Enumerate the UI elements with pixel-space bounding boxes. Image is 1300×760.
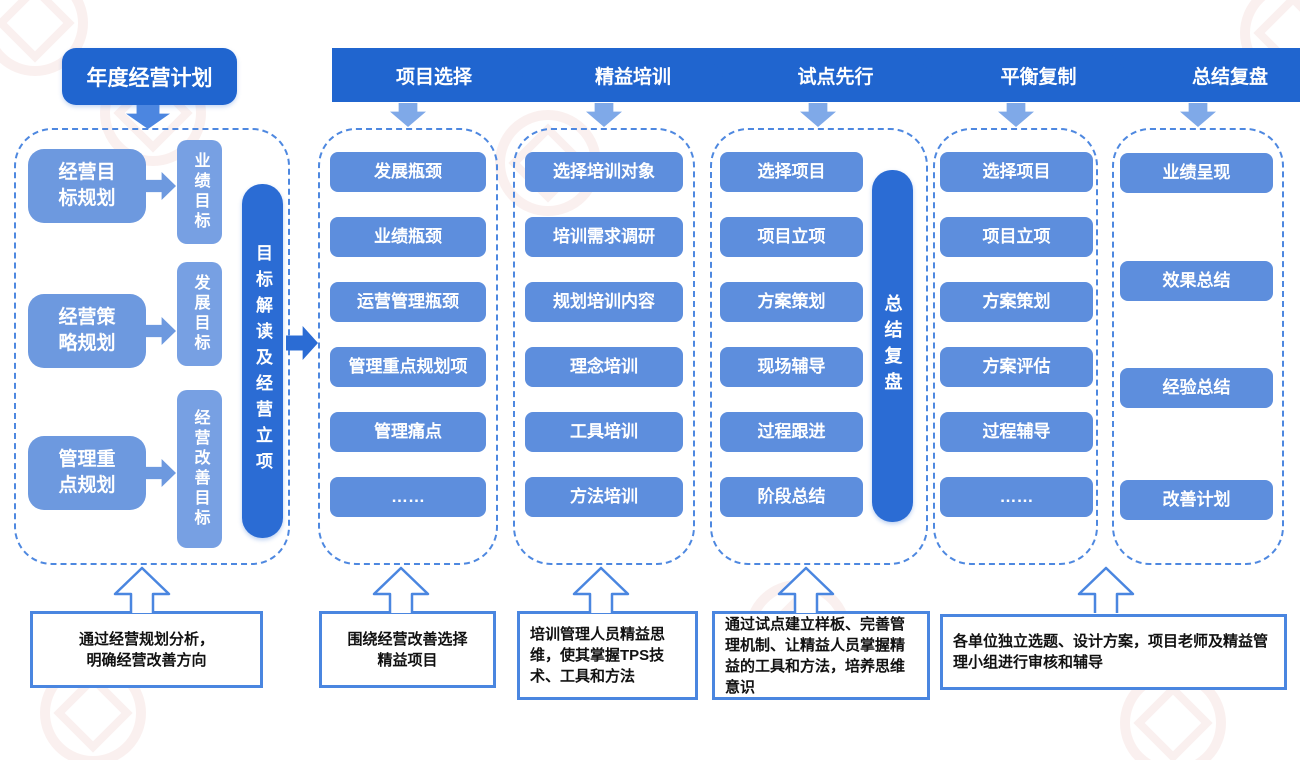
down-arrow-icon <box>800 103 836 127</box>
stage-item: 业绩呈现 <box>1120 153 1273 193</box>
stage-container-3 <box>710 128 928 565</box>
stage-item: 过程跟进 <box>720 412 863 452</box>
stage-item: 经验总结 <box>1120 368 1273 408</box>
note-box: 培训管理人员精益思维，使其掌握TPS技术、工具和方法 <box>517 611 698 700</box>
goal-tag: 业绩目标 <box>177 140 222 244</box>
goal-tag: 经营改善目标 <box>177 390 222 548</box>
flow-arrow-icon <box>286 326 318 360</box>
up-arrow-icon <box>1077 566 1135 613</box>
stage-item: 过程辅导 <box>940 412 1093 452</box>
stage-container-1 <box>318 128 498 565</box>
stage-container-4 <box>933 128 1098 565</box>
stage-item: 方案策划 <box>940 282 1093 322</box>
stage-item: 选择项目 <box>720 152 863 192</box>
stage-item: 理念培训 <box>525 347 683 387</box>
stage-container-2 <box>513 128 695 565</box>
stage-item: 方案评估 <box>940 347 1093 387</box>
down-arrow-icon <box>998 103 1034 127</box>
up-arrow-icon <box>777 566 835 613</box>
stage-container-5 <box>1112 128 1284 565</box>
stage-item: 运营管理瓶颈 <box>330 282 486 322</box>
note-box: 围绕经营改善选择 精益项目 <box>319 611 496 688</box>
stage-item: …… <box>940 477 1093 517</box>
stage-item: 改善计划 <box>1120 480 1273 520</box>
up-arrow-icon <box>372 566 430 613</box>
summary-review-bar: 总结复盘 <box>872 170 913 522</box>
note-box: 各单位独立选题、设计方案，项目老师及精益管理小组进行审核和辅导 <box>940 614 1287 690</box>
stage-item: 选择培训对象 <box>525 152 683 192</box>
up-arrow-icon <box>572 566 630 613</box>
stage-item: 方案策划 <box>720 282 863 322</box>
goal-tag: 发展目标 <box>177 262 222 366</box>
planning-source-box: 管理重 点规划 <box>28 436 146 510</box>
planning-source-box: 经营策 略规划 <box>28 294 146 368</box>
stage-item: 培训需求调研 <box>525 217 683 257</box>
stage-item: 效果总结 <box>1120 261 1273 301</box>
planning-source-box: 经营目 标规划 <box>28 149 146 223</box>
stage-item: 现场辅导 <box>720 347 863 387</box>
stage-item: …… <box>330 477 486 517</box>
up-arrow-icon <box>113 566 171 613</box>
note-box: 通过试点建立样板、完善管理机制、让精益人员掌握精益的工具和方法，培养思维意识 <box>712 611 930 700</box>
stage-item: 项目立项 <box>940 217 1093 257</box>
down-arrow-icon <box>1180 103 1216 127</box>
down-arrow-icon <box>126 105 170 129</box>
stage-item: 业绩瓶颈 <box>330 217 486 257</box>
stage-item: 选择项目 <box>940 152 1093 192</box>
page-title: 年度经营计划 <box>62 48 237 105</box>
stage-item: 工具培训 <box>525 412 683 452</box>
stage-item: 管理痛点 <box>330 412 486 452</box>
stage-item: 项目立项 <box>720 217 863 257</box>
down-arrow-icon <box>390 103 426 127</box>
down-arrow-icon <box>586 103 622 127</box>
stage-header-summary-review: 总结复盘 <box>1106 48 1300 102</box>
stage-item: 方法培训 <box>525 477 683 517</box>
stage-item: 规划培训内容 <box>525 282 683 322</box>
goal-interpretation-bar: 目标解读及经营立项 <box>242 184 283 538</box>
stage-item: 管理重点规划项 <box>330 347 486 387</box>
stage-item: 阶段总结 <box>720 477 863 517</box>
stage-item: 发展瓶颈 <box>330 152 486 192</box>
note-box: 通过经营规划分析， 明确经营改善方向 <box>30 611 263 688</box>
